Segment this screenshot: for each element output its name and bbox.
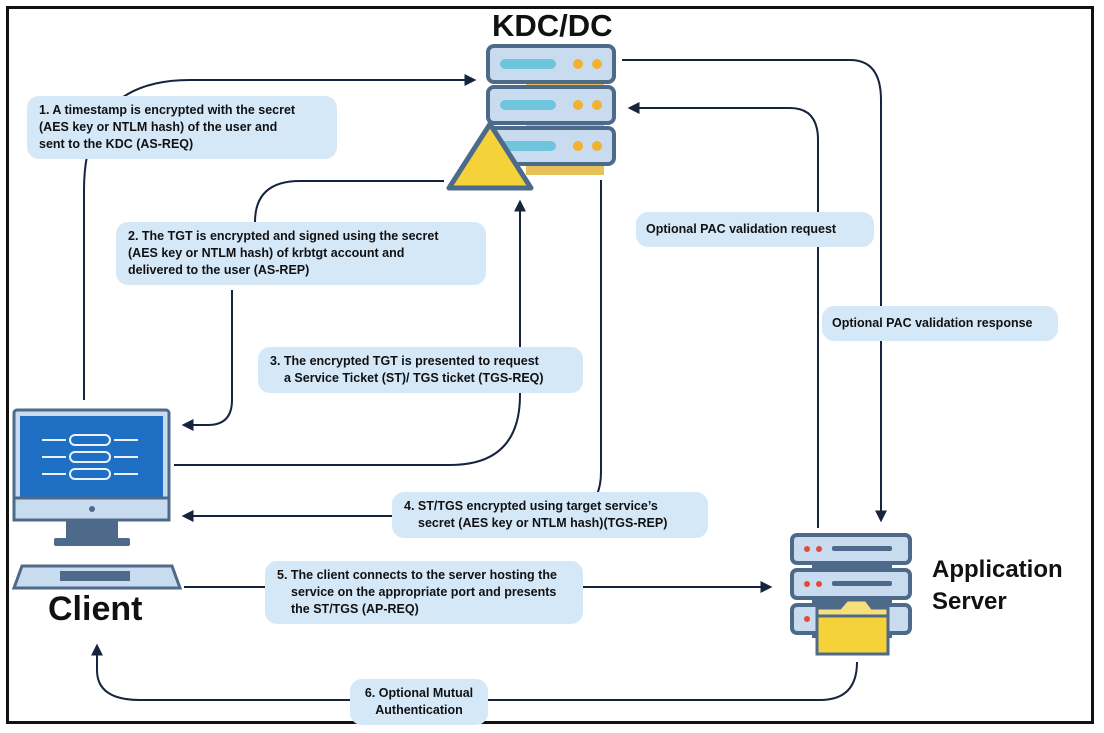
- kdc-server-icon: [486, 44, 616, 175]
- arrow-step3: [174, 199, 526, 466]
- step-2-line: 2. The TGT is encrypted and signed using…: [128, 229, 439, 243]
- kdc-server-unit: [486, 44, 616, 84]
- step-5-label: 5. The client connects to the server hos…: [265, 561, 583, 624]
- client-title: Client: [48, 590, 143, 628]
- arrow-step2: [184, 180, 444, 425]
- step-6-line: 6. Optional Mutual: [364, 686, 474, 700]
- app-server-unit: [790, 533, 912, 565]
- step-3-line: 3. The encrypted TGT is presented to req…: [270, 354, 539, 368]
- step-2-line: delivered to the user (AS-REP): [128, 263, 310, 277]
- step-2-line: (AES key or NTLM hash) of krbtgt account…: [128, 246, 405, 260]
- app-server-title-line: Application: [932, 556, 1063, 583]
- app-server-unit: [790, 568, 912, 600]
- step-1-line: sent to the KDC (AS-REQ): [39, 137, 194, 151]
- diagram-frame: [6, 6, 1094, 724]
- kdc-server-unit: [486, 85, 616, 125]
- step-5-line: 5. The client connects to the server hos…: [277, 568, 557, 582]
- arrow-pac-response: [622, 59, 887, 523]
- pac-request-label: Optional PAC validation request: [636, 212, 874, 247]
- step-3-label: 3. The encrypted TGT is presented to req…: [258, 347, 583, 393]
- warning-icon: [446, 121, 534, 191]
- step-6-line: Authentication: [375, 703, 463, 717]
- app-server-title-line: Server: [932, 588, 1007, 615]
- pac-response-label: Optional PAC validation response: [822, 306, 1058, 341]
- app-server-title: Application Server: [932, 554, 1063, 618]
- step-3-line: a Service Ticket (ST)/ TGS ticket (TGS-R…: [284, 371, 544, 385]
- step-2-label: 2. The TGT is encrypted and signed using…: [116, 222, 486, 285]
- step-5-line: service on the appropriate port and pres…: [291, 585, 557, 599]
- kdc-title: KDC/DC: [492, 8, 613, 43]
- step-4-line: secret (AES key or NTLM hash)(TGS-REP): [418, 516, 668, 530]
- step-4-label: 4. ST/TGS encrypted using target service…: [392, 492, 708, 538]
- step-1-label: 1. A timestamp is encrypted with the sec…: [27, 96, 337, 159]
- folder-icon: [815, 598, 890, 656]
- keyboard-icon: [11, 564, 183, 590]
- step-1-line: (AES key or NTLM hash) of the user and: [39, 120, 278, 134]
- step-4-line: 4. ST/TGS encrypted using target service…: [404, 499, 658, 513]
- arrow-pac-request: [627, 102, 819, 528]
- step-1-line: 1. A timestamp is encrypted with the sec…: [39, 103, 296, 117]
- monitor-icon: [12, 408, 171, 546]
- step-6-label: 6. Optional Mutual Authentication: [350, 679, 488, 725]
- step-5-line: the ST/TGS (AP-REQ): [291, 602, 419, 616]
- arrow-step6: [91, 643, 858, 701]
